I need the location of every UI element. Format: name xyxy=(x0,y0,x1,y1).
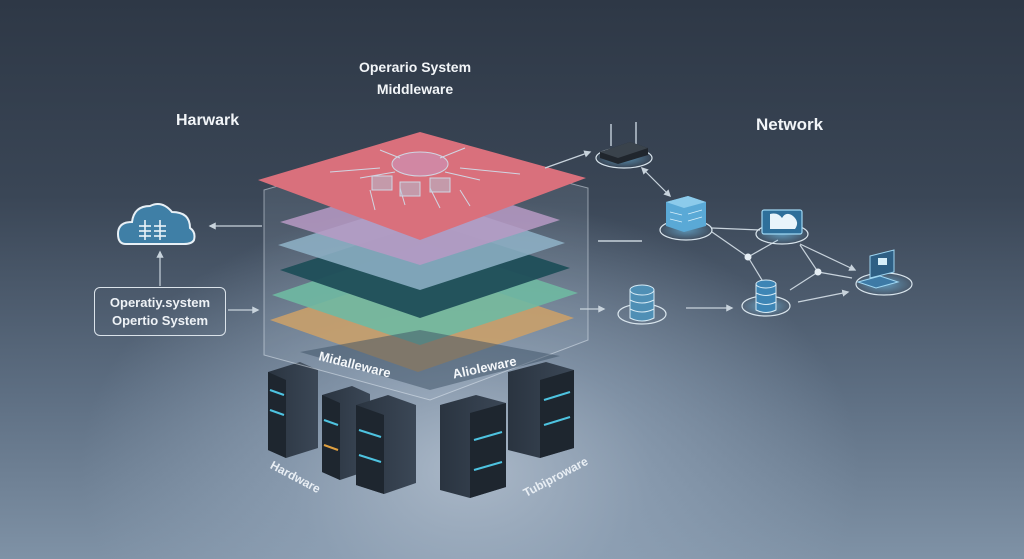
laptop-icon[interactable] xyxy=(755,209,809,245)
network-heading: Network xyxy=(756,115,824,134)
left-heading: Harwark xyxy=(176,112,240,129)
connector-stack-to-router xyxy=(544,150,592,169)
server-rack-icon xyxy=(508,362,574,458)
middleware-band xyxy=(300,330,560,390)
diagram-title: Operario System Middleware xyxy=(330,56,500,100)
operating-system-box[interactable]: Operatiy.system Opertio System xyxy=(94,287,226,336)
title-line-1: Operario System xyxy=(358,59,472,75)
processor-chip-icon xyxy=(329,147,521,211)
server-rack-icon xyxy=(268,362,318,458)
os-box-line-2: Opertio System xyxy=(111,312,209,328)
title-line-2: Middleware xyxy=(376,81,454,97)
server-cube-icon[interactable] xyxy=(659,196,713,241)
workstation-icon[interactable] xyxy=(855,249,913,296)
connector-router-to-cube xyxy=(640,166,672,198)
server-rack-icon xyxy=(356,395,416,494)
top-circuit-layer xyxy=(258,132,586,240)
database-icon[interactable] xyxy=(741,279,791,317)
server-racks xyxy=(268,362,574,498)
cloud-icon[interactable] xyxy=(116,203,196,245)
network-node xyxy=(814,268,822,276)
router-icon[interactable] xyxy=(595,122,653,169)
server-rack-icon xyxy=(440,395,506,498)
os-box-line-1: Operatiy.system xyxy=(109,294,211,310)
database-icon[interactable] xyxy=(617,284,667,325)
network-node xyxy=(744,253,752,261)
